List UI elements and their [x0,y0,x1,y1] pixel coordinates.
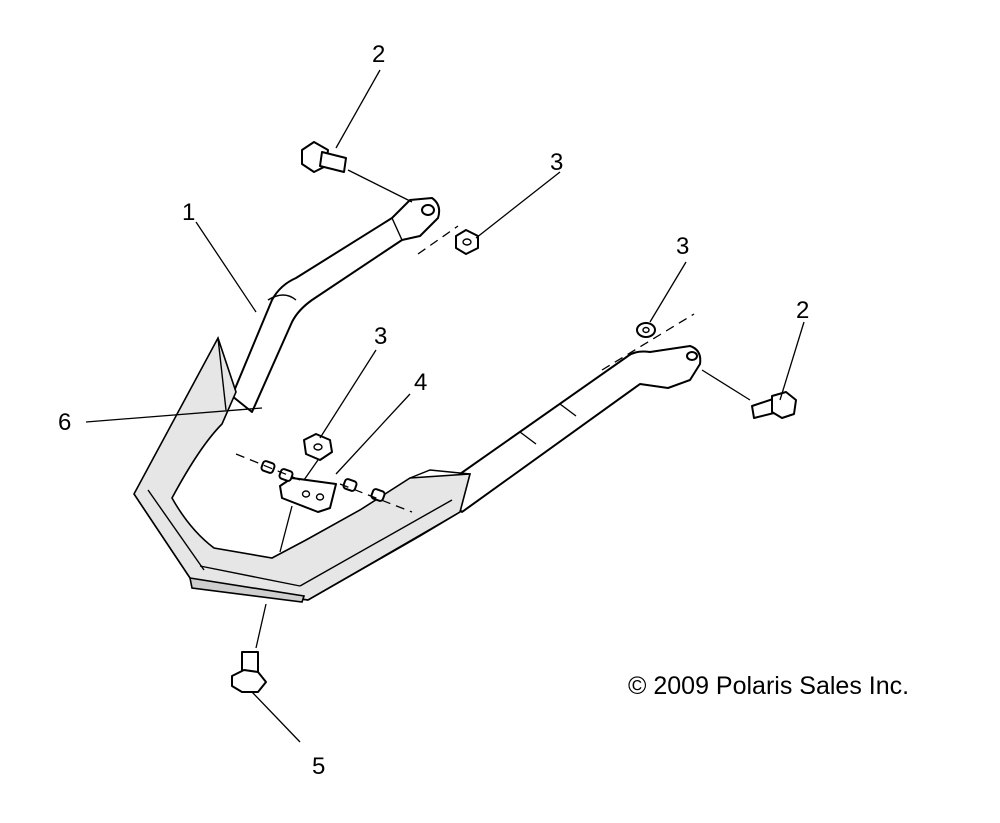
nut-top [417,225,479,255]
nut-right [601,313,695,371]
callout-5: 5 [312,753,325,780]
bolt-bottom [231,505,293,693]
bolt-right [701,369,797,419]
bumper-tube [231,197,702,513]
callout-leaders [85,69,805,743]
skid-plate [133,335,472,603]
bushings [235,453,413,513]
bolt-top [301,141,413,203]
nut-center [303,433,333,481]
copyright-notice: © 2009 Polaris Sales Inc. [628,672,909,700]
callout-1: 1 [182,199,195,226]
callout-3-top: 3 [550,149,563,176]
mount-bracket [279,477,337,513]
callout-3-center: 3 [374,323,387,350]
callout-2-top: 2 [372,41,385,68]
callout-2-right: 2 [796,297,809,324]
callout-3-right: 3 [676,233,689,260]
callout-4: 4 [414,369,427,396]
callout-6: 6 [58,409,71,436]
